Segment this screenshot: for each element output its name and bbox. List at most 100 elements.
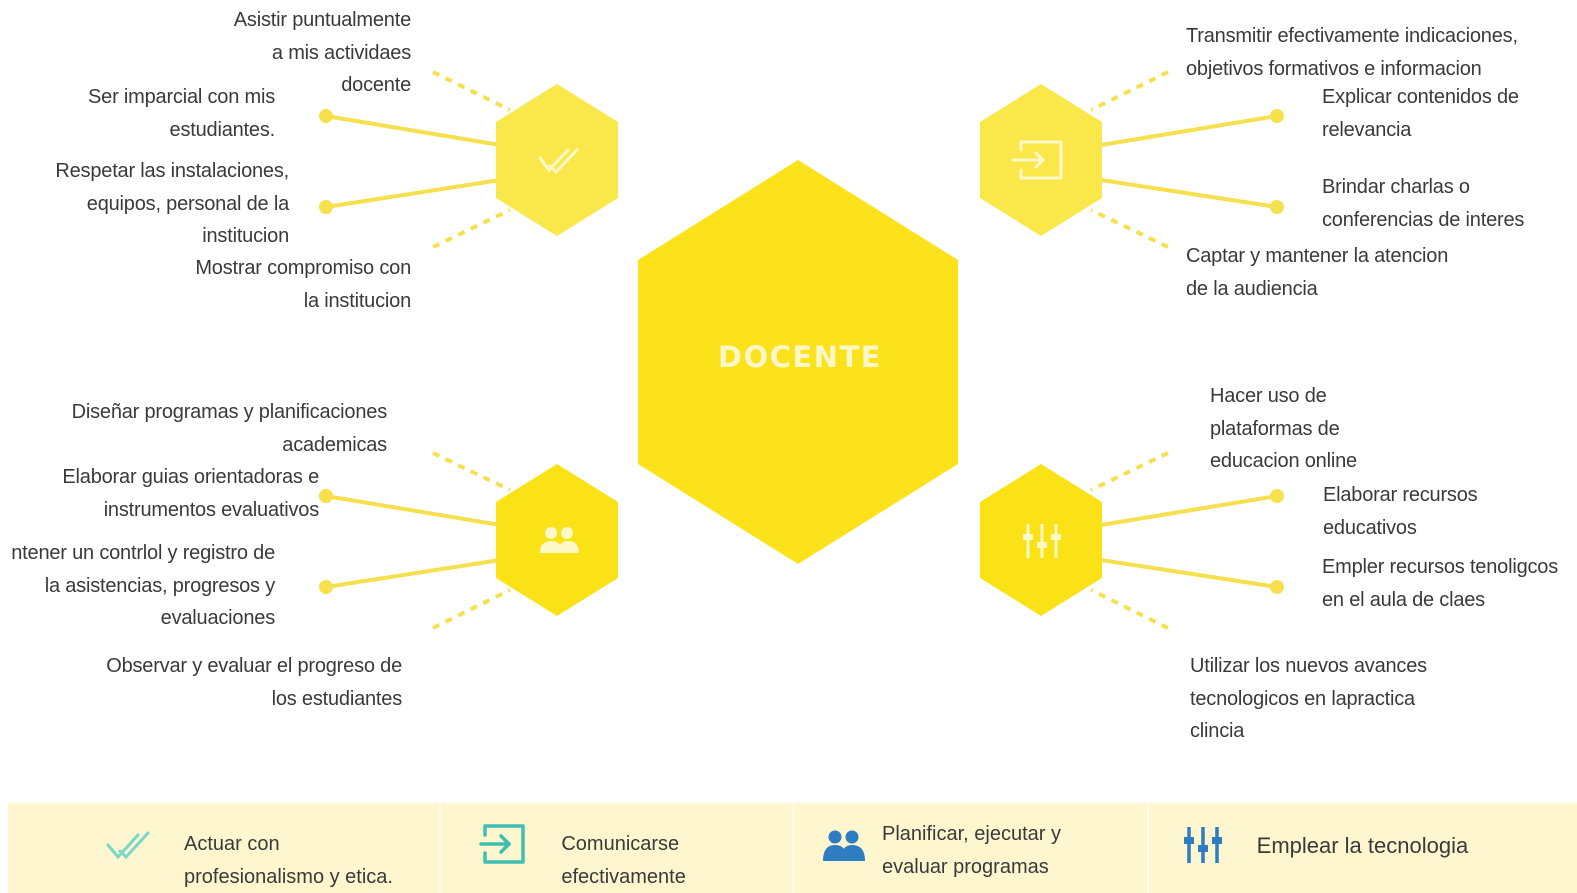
legend-label: Actuar con profesionalismo y etica.: [184, 828, 393, 893]
text-line: Respetar las instalaciones,: [55, 160, 289, 182]
text-line: Hacer uso de: [1210, 385, 1327, 407]
text-line: Actuar con: [184, 833, 280, 855]
text-line: los estudiantes: [271, 687, 403, 710]
legend-item-use-technology: Emplear la tecnologia: [1146, 803, 1577, 893]
dotted-connector: [432, 451, 511, 492]
text-line: estudiantes.: [169, 118, 276, 141]
connector-dot: [319, 580, 333, 594]
legend-item-communicate: Comunicarse efectivamente: [439, 803, 792, 893]
connectors-bottom-right: [1090, 451, 1284, 630]
connector-line: [325, 178, 501, 209]
legend-label: Emplear la tecnologia: [1257, 830, 1469, 863]
text-line: clincia: [1190, 720, 1245, 742]
text-line: Comunicarse: [561, 833, 680, 855]
text-line: plataformas de: [1210, 417, 1340, 440]
text-line: Explicar contenidos de: [1322, 86, 1519, 108]
center-hexagon: [638, 160, 958, 564]
item-transmit-indications: Transmitir efectivamente indicaciones, o…: [1186, 20, 1518, 85]
legend-label: Comunicarse efectivamente: [561, 828, 686, 893]
item-show-commitment: Mostrar compromiso con la institucion: [195, 252, 411, 317]
connector-dot: [319, 200, 333, 214]
text-line: Ser imparcial con mis: [88, 86, 275, 108]
double-check-icon: [106, 831, 150, 860]
item-new-tech-advances: Utilizar los nuevos avances tecnologicos…: [1190, 650, 1427, 748]
people-icon: [540, 527, 579, 553]
connector-line: [1100, 178, 1278, 209]
text-line: Utilizar los nuevos avances: [1190, 655, 1427, 677]
enter-box-icon: [479, 824, 526, 864]
item-online-platforms: Hacer uso de plataformas de educacion on…: [1210, 380, 1357, 478]
connectors-top-left: [319, 70, 511, 249]
dotted-connector: [432, 588, 511, 630]
legend-bar: Actuar con profesionalismo y etica. Comu…: [8, 803, 1577, 893]
item-tech-resources-classroom: Empler recursos tenoligcos en el aula de…: [1322, 551, 1558, 616]
text-line: academicas: [282, 433, 387, 456]
text-line: institucion: [202, 225, 289, 247]
text-line: efectivamente: [561, 865, 686, 888]
dotted-connector: [432, 70, 511, 112]
text-line: docente: [341, 74, 411, 96]
text-line: relevancia: [1322, 118, 1412, 141]
connector-line: [325, 114, 501, 147]
connector-line: [1100, 114, 1278, 147]
text-line: Transmitir efectivamente indicaciones,: [1186, 25, 1518, 47]
connector-line: [1100, 494, 1278, 527]
text-line: Asistir puntualmente: [233, 9, 411, 31]
connector-line: [325, 494, 501, 527]
connector-dot: [1270, 200, 1284, 214]
legend-item-plan-programs: Planificar, ejecutar y evaluar programas: [792, 803, 1147, 893]
text-line: de la audiencia: [1186, 277, 1318, 300]
connectors-top-right: [1090, 70, 1284, 249]
item-elaborate-guides: Elaborar guias orientadoras e instrument…: [62, 461, 319, 526]
connector-dot: [319, 109, 333, 123]
text-line: instrumentos evaluativos: [103, 498, 320, 521]
legend-item-professionalism: Actuar con profesionalismo y etica.: [8, 803, 439, 893]
text-line: Elaborar recursos: [1323, 484, 1478, 506]
center-label: DOCENTE: [717, 340, 883, 374]
item-design-programs: Diseñar programas y planificaciones acad…: [71, 396, 388, 461]
dotted-connector: [1090, 208, 1169, 249]
double-check-icon: [538, 148, 579, 175]
connector-line: [325, 558, 501, 589]
text-line: Planificar, ejecutar y: [882, 823, 1061, 845]
item-explain-contents: Explicar contenidos de relevancia: [1322, 81, 1519, 146]
text-line: la asistencias, progresos y: [44, 574, 275, 597]
text-line: Empler recursos tenoligcos: [1322, 556, 1559, 578]
text-line: evaluaciones: [160, 607, 276, 629]
item-respect-facilities: Respetar las instalaciones, equipos, per…: [55, 155, 289, 253]
item-give-talks: Brindar charlas o conferencias de intere…: [1322, 171, 1524, 236]
connector-dot: [1270, 580, 1284, 594]
text-line: Observar y evaluar el progreso de: [106, 655, 402, 677]
connectors-bottom-left: [319, 451, 511, 630]
text-line: a mis actividaes: [271, 41, 411, 64]
text-line: Elaborar guias orientadoras e: [62, 466, 319, 488]
connector-line: [1100, 558, 1278, 589]
hexagon-bottom-left: [496, 464, 618, 616]
text-line: profesionalismo y etica.: [184, 865, 393, 888]
text-line: objetivos formativos e informacion: [1186, 57, 1482, 80]
text-line: en el aula de claes: [1322, 588, 1485, 611]
text-line: Brindar charlas o: [1322, 176, 1470, 198]
connector-dot: [1270, 489, 1284, 503]
dotted-connector: [1090, 451, 1169, 492]
text-line: educacion online: [1210, 450, 1357, 472]
text-line: la institucion: [303, 289, 411, 312]
item-be-impartial: Ser imparcial con mis estudiantes.: [88, 81, 275, 146]
people-icon: [823, 830, 865, 861]
dotted-connector: [1090, 588, 1169, 630]
item-attend-punctually: Asistir puntualmente a mis actividaes do…: [234, 4, 411, 102]
legend-label: Planificar, ejecutar y evaluar programas: [882, 818, 1061, 883]
tech-equalizer-icon: [1183, 827, 1222, 863]
text-line: Captar y mantener la atencion: [1186, 245, 1449, 267]
tech-equalizer-icon: [1023, 524, 1061, 558]
text-line: Diseñar programas y planificaciones: [71, 401, 388, 423]
item-observe-progress: Observar y evaluar el progreso de los es…: [106, 650, 402, 715]
text-line: conferencias de interes: [1322, 208, 1525, 231]
item-capture-attention: Captar y mantener la atencion de la audi…: [1186, 240, 1448, 305]
connector-dot: [1270, 109, 1284, 123]
enter-box-icon: [1011, 140, 1063, 180]
text-line: tecnologicos en lapractica: [1190, 687, 1415, 710]
item-educational-resources: Elaborar recursos educativos: [1323, 479, 1478, 544]
text-line: Emplear la tecnologia: [1256, 833, 1469, 858]
